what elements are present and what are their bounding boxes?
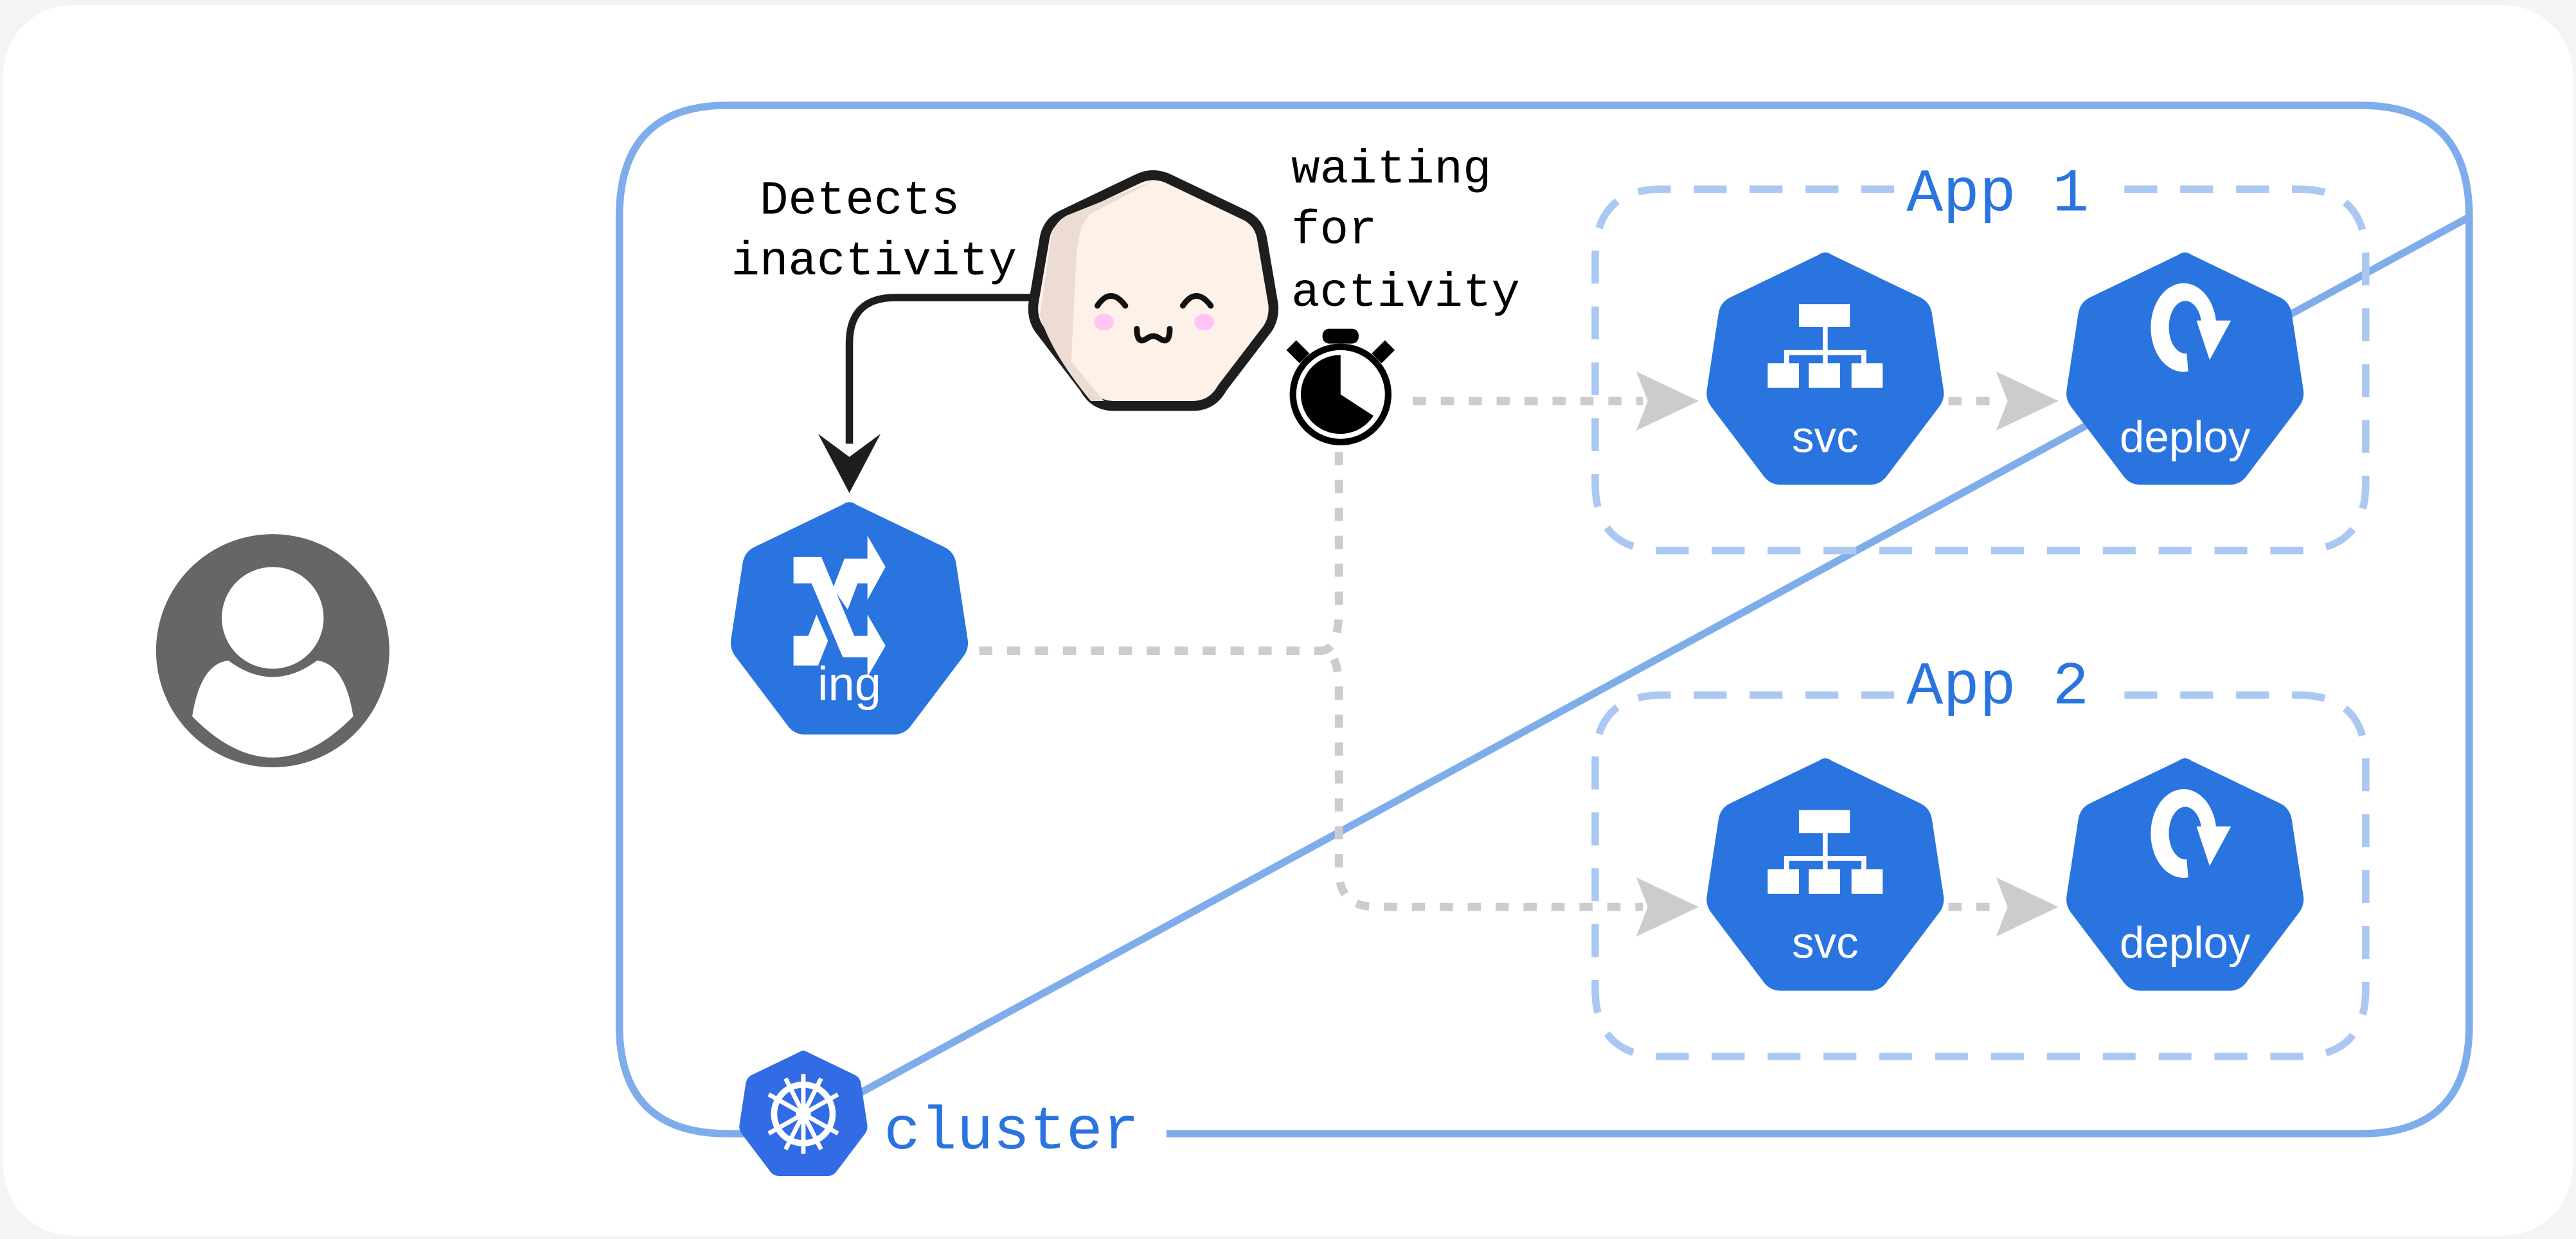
app-1-dashed-border (1591, 185, 2370, 555)
detects-inactivity-annotation: Detects inactivity (731, 175, 1017, 290)
app-2-service-node[interactable]: svc (1706, 758, 1944, 991)
app-2-service-label: svc (1792, 918, 1859, 968)
kubernetes-helm-icon (767, 1074, 839, 1154)
cluster-border (615, 102, 2473, 1137)
app-1-deployment-label: deploy (2120, 412, 2251, 461)
stopwatch-icon[interactable] (1286, 328, 1395, 446)
app-1-title: App 1 (1906, 161, 2089, 229)
user-avatar-icon[interactable] (156, 534, 389, 768)
app-2-container: App 2 (1591, 653, 2370, 1060)
connector-arrowheads (1636, 371, 2059, 937)
inactivity-arrowhead (818, 434, 881, 494)
app-1-deployment-node[interactable]: deploy (2066, 252, 2304, 485)
kubernetes-cluster-logo (739, 1050, 868, 1177)
waiting-for-activity-annotation: waiting for activity (1291, 143, 1520, 321)
router-to-app2-connector (1320, 452, 1643, 911)
app1-svc-arrowhead (1636, 371, 1699, 431)
waiting-line-3: activity (1291, 267, 1520, 321)
shuffle-arrows-icon (793, 535, 886, 677)
cluster-label: cluster (884, 1098, 1139, 1167)
inactivity-arrow-line (845, 294, 1035, 444)
ingress-label: ing (818, 657, 881, 710)
waiting-line-1: waiting (1291, 143, 1491, 197)
app-2-title: App 2 (1906, 653, 2089, 722)
waiting-line-2: for (1291, 204, 1377, 258)
ingress-node[interactable]: ing (730, 502, 969, 735)
smiling-heptagon-mascot-icon[interactable] (1028, 170, 1279, 411)
app-1-service-node[interactable]: svc (1706, 252, 1944, 485)
traffic-connectors (979, 397, 2001, 911)
app1-deploy-arrowhead (1996, 371, 2059, 431)
app-2-deployment-label: deploy (2120, 918, 2251, 968)
app2-svc-arrowhead (1636, 877, 1699, 937)
detects-line-1: Detects (760, 175, 960, 229)
app-2-deployment-node[interactable]: deploy (2066, 758, 2304, 991)
app-2-dashed-border (1591, 691, 2370, 1060)
app-1-container: App 1 (1591, 161, 2370, 555)
app-1-service-label: svc (1792, 412, 1859, 461)
app2-deploy-arrowhead (1996, 877, 2059, 937)
detects-line-2: inactivity (731, 235, 1017, 289)
